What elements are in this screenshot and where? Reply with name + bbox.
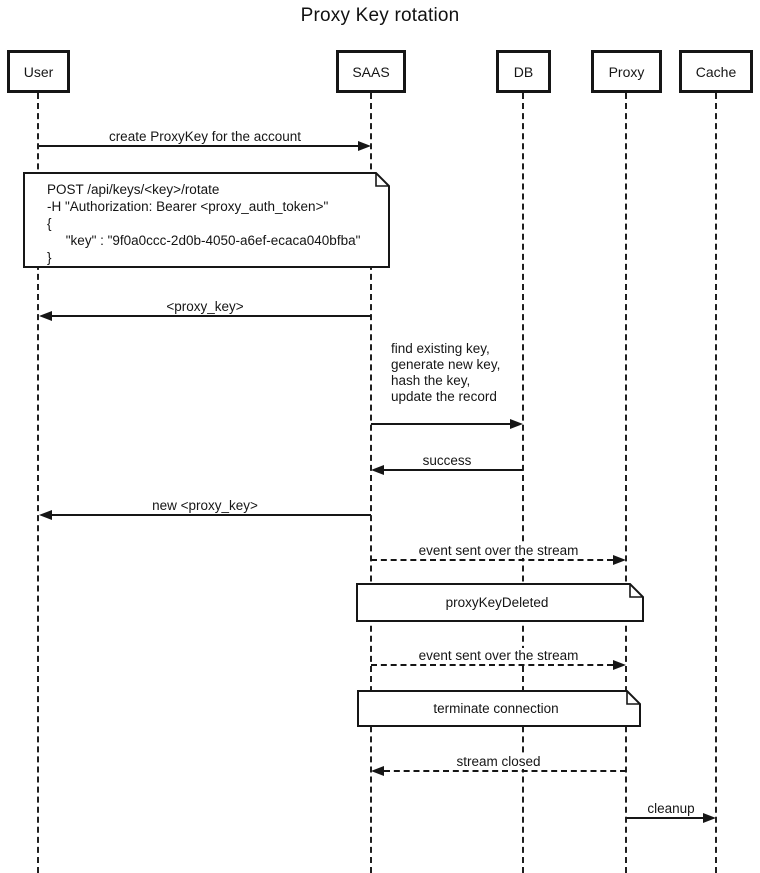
note-request-payload: POST /api/keys/<key>/rotate -H "Authoriz… xyxy=(23,172,390,268)
message-line-proxy-key xyxy=(52,315,371,317)
message-line-update-record xyxy=(371,423,510,425)
message-line-event-stream-1 xyxy=(371,559,613,561)
arrowhead-right-icon xyxy=(358,141,371,151)
message-label-new-proxy-key: new <proxy_key> xyxy=(39,498,371,514)
message-label-create-proxykey: create ProxyKey for the account xyxy=(39,129,371,145)
participant-label-cache: Cache xyxy=(695,63,737,80)
participant-label-saas: SAAS xyxy=(352,63,390,80)
arrowhead-left-icon xyxy=(371,465,384,475)
participant-label-user: User xyxy=(23,63,54,80)
message-label-cleanup: cleanup xyxy=(626,801,716,817)
lifeline-user xyxy=(37,93,39,873)
message-label-event-stream-1: event sent over the stream xyxy=(371,543,626,559)
participant-box-user: User xyxy=(7,50,70,93)
message-line-event-stream-2 xyxy=(371,664,613,666)
lifeline-cache xyxy=(715,93,717,873)
message-line-new-proxy-key xyxy=(52,514,371,516)
note-proxykeydeleted-text: proxyKeyDeleted xyxy=(445,595,549,610)
arrowhead-right-icon xyxy=(510,419,523,429)
note-shape xyxy=(357,690,641,727)
arrowhead-left-icon xyxy=(39,311,52,321)
lifeline-proxy xyxy=(625,93,627,873)
participant-label-proxy: Proxy xyxy=(608,63,645,80)
arrowhead-right-icon xyxy=(613,660,626,670)
participant-box-cache: Cache xyxy=(679,50,753,93)
note-request-payload-text: POST /api/keys/<key>/rotate -H "Authoriz… xyxy=(47,182,361,265)
arrowhead-left-icon xyxy=(371,766,384,776)
message-line-stream-closed xyxy=(384,770,626,772)
message-label-update-record: find existing key, generate new key, has… xyxy=(391,341,501,404)
note-terminate-connection-text: terminate connection xyxy=(433,701,559,716)
message-label-event-stream-2: event sent over the stream xyxy=(371,648,626,664)
note-proxykeydeleted: proxyKeyDeleted xyxy=(356,583,644,622)
message-label-success: success xyxy=(371,453,523,469)
lifeline-db xyxy=(522,93,524,873)
lifeline-saas xyxy=(370,93,372,873)
arrowhead-right-icon xyxy=(613,555,626,565)
message-label-stream-closed: stream closed xyxy=(371,754,626,770)
message-label-proxy-key: <proxy_key> xyxy=(39,299,371,315)
participant-box-db: DB xyxy=(496,50,551,93)
note-shape xyxy=(356,583,644,622)
note-terminate-connection: terminate connection xyxy=(357,690,641,727)
arrowhead-left-icon xyxy=(39,510,52,520)
participant-box-saas: SAAS xyxy=(336,50,406,93)
message-line-create-proxykey xyxy=(39,145,358,147)
note-shape xyxy=(23,172,390,268)
arrowhead-right-icon xyxy=(703,813,716,823)
participant-label-db: DB xyxy=(513,63,534,80)
message-line-success xyxy=(384,469,523,471)
message-line-cleanup xyxy=(626,817,703,819)
diagram-title: Proxy Key rotation xyxy=(300,5,460,26)
participant-box-proxy: Proxy xyxy=(591,50,662,93)
